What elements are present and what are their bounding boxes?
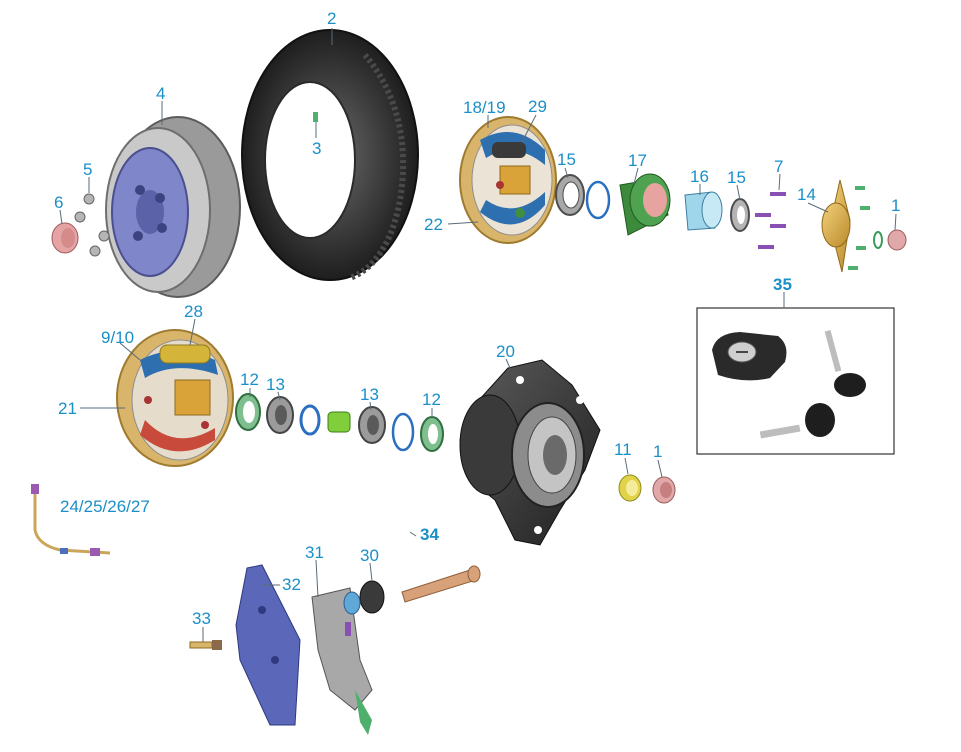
label-part-1-upper: 1 — [891, 196, 900, 215]
wheel-hub-flange — [821, 179, 870, 273]
label-part-22: 22 — [424, 215, 443, 234]
wheel-rim — [105, 116, 241, 298]
label-part-15-right: 15 — [727, 168, 746, 187]
snap-ring-inner — [391, 412, 415, 452]
snap-ring-front — [299, 404, 321, 436]
label-part-9-10: 9/10 — [101, 328, 134, 347]
jack-handle — [235, 564, 301, 726]
part-labels: 2 3 4 5 6 18/19 29 22 15 17 16 15 7 14 1… — [54, 9, 900, 628]
label-part-12-right: 12 — [422, 390, 441, 409]
label-part-30: 30 — [360, 546, 379, 565]
seal-front-inner — [420, 416, 444, 452]
label-part-35: 35 — [773, 275, 792, 294]
label-part-13-left: 13 — [266, 375, 285, 394]
lug-nuts — [74, 193, 110, 257]
jack-pin — [401, 565, 481, 603]
brake-drum — [459, 359, 601, 546]
label-part-16: 16 — [690, 167, 709, 186]
tire-valve — [313, 112, 318, 122]
axle-nut-lower — [652, 476, 676, 504]
circlip-upper — [585, 180, 611, 220]
label-part-15-left: 15 — [557, 150, 576, 169]
label-part-14: 14 — [797, 185, 816, 204]
ignition-key-set — [696, 307, 895, 455]
bearing-sleeve — [618, 474, 642, 502]
bearing-front-outer — [266, 396, 294, 434]
label-part-12-left: 12 — [240, 370, 259, 389]
label-part-5: 5 — [83, 160, 92, 179]
hub-bolts — [755, 192, 786, 249]
label-part-28: 28 — [184, 302, 203, 321]
label-part-32: 32 — [282, 575, 301, 594]
brake-line — [31, 484, 111, 556]
label-part-34: 34 — [420, 525, 439, 544]
oil-seal-outer — [555, 174, 585, 216]
jack-bracket — [311, 587, 373, 735]
label-part-6: 6 — [54, 193, 63, 212]
jack-screw-nut — [343, 580, 385, 615]
label-part-18-19: 18/19 — [463, 98, 506, 117]
label-part-20: 20 — [496, 342, 515, 361]
bearing-front-inner — [358, 406, 386, 444]
bearing-housing — [619, 173, 671, 236]
hub-cap — [51, 222, 79, 254]
label-part-33: 33 — [192, 609, 211, 628]
tire — [241, 29, 419, 281]
label-part-1-lower: 1 — [653, 442, 662, 461]
label-part-29: 29 — [528, 97, 547, 116]
label-part-13-right: 13 — [360, 385, 379, 404]
axle-nut-upper — [873, 229, 907, 251]
label-part-2: 2 — [327, 9, 336, 28]
seal-front-outer — [235, 393, 261, 431]
label-part-21: 21 — [58, 399, 77, 418]
rear-brake-assembly — [459, 116, 557, 244]
jack-adjuster — [189, 640, 222, 650]
label-part-4: 4 — [156, 84, 165, 103]
label-part-17: 17 — [628, 151, 647, 170]
wheel-bearing — [684, 191, 723, 231]
leader-lines — [59, 28, 897, 642]
label-part-11: 11 — [614, 440, 632, 459]
bearing-spacer — [327, 411, 351, 433]
label-part-31: 31 — [305, 543, 324, 562]
label-part-24-27: 24/25/26/27 — [60, 497, 150, 516]
front-brake-assembly — [116, 329, 234, 467]
label-part-7: 7 — [774, 157, 783, 176]
label-part-3: 3 — [312, 139, 321, 158]
oil-seal-inner — [730, 198, 750, 232]
